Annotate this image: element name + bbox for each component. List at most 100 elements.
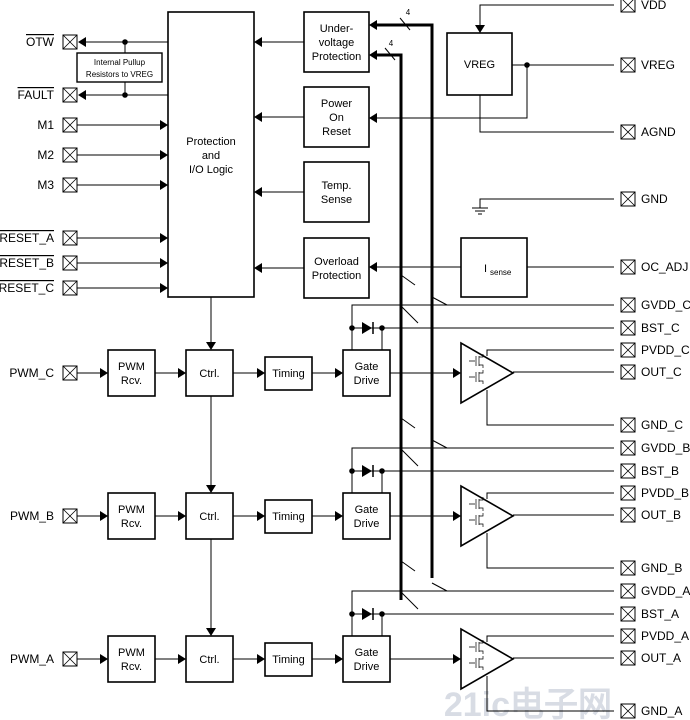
pin-reset_a[interactable] bbox=[62, 230, 78, 246]
pin-label: M2 bbox=[37, 148, 54, 162]
bus-width-label: 4 bbox=[389, 39, 394, 48]
block-label: Timing bbox=[272, 511, 305, 523]
wire bbox=[479, 198, 614, 208]
arrow-right-icon bbox=[178, 368, 186, 378]
overload-protection-block bbox=[303, 237, 370, 299]
bus-line bbox=[377, 23, 434, 578]
pin-pvdd_b[interactable] bbox=[620, 485, 636, 501]
mosfet-icon bbox=[469, 370, 484, 384]
pin-cross bbox=[62, 508, 78, 524]
diode-icon bbox=[362, 465, 372, 477]
arrow-down-icon bbox=[206, 628, 216, 636]
pin-pwm_c[interactable] bbox=[62, 365, 78, 381]
pin-cross bbox=[620, 124, 636, 140]
pin-fault[interactable] bbox=[62, 87, 78, 103]
bus-tap bbox=[431, 296, 448, 306]
block-label: Rcv. bbox=[121, 375, 142, 387]
isense-subscript: sense bbox=[490, 268, 512, 277]
block-label: Under- bbox=[320, 23, 354, 35]
bus-tap bbox=[431, 582, 448, 592]
pin-bst_c[interactable] bbox=[620, 320, 636, 336]
watermark: 21ic电子网 bbox=[444, 686, 612, 720]
pin-gnd_a[interactable] bbox=[620, 703, 636, 719]
pin-bst_b[interactable] bbox=[620, 463, 636, 479]
pin-label: M1 bbox=[37, 118, 54, 132]
pin-pwm_b[interactable] bbox=[62, 508, 78, 524]
arrow-right-icon bbox=[453, 368, 461, 378]
power-on-reset-block bbox=[303, 86, 370, 148]
pin-out_c[interactable] bbox=[620, 364, 636, 380]
arrow-left-icon bbox=[369, 20, 377, 30]
pin-label: RESET_C bbox=[0, 281, 54, 295]
block-label: and bbox=[202, 150, 220, 162]
pin-cross bbox=[620, 417, 636, 433]
arrow-left-icon bbox=[254, 37, 262, 47]
pin-out_b[interactable] bbox=[620, 507, 636, 523]
gate-drive-block bbox=[342, 349, 391, 397]
pin-label: OUT_A bbox=[641, 651, 681, 665]
block-label: Timing bbox=[272, 368, 305, 380]
ctrl-block bbox=[185, 349, 234, 397]
ctrl-block bbox=[185, 635, 234, 683]
pin-otw[interactable] bbox=[62, 34, 78, 50]
pin-reset_c[interactable] bbox=[62, 280, 78, 296]
pin-gnd_b[interactable] bbox=[620, 560, 636, 576]
block-label: Sense bbox=[321, 194, 352, 206]
arrow-right-icon bbox=[160, 283, 168, 293]
pin-pvdd_a[interactable] bbox=[620, 628, 636, 644]
bus-tap bbox=[400, 274, 416, 286]
pin-label: PWM_A bbox=[10, 652, 54, 666]
pin-gvdd_a[interactable] bbox=[620, 583, 636, 599]
output-stage-amplifier bbox=[460, 627, 515, 691]
label: Internal Pullup bbox=[94, 58, 146, 67]
pin-cross bbox=[62, 255, 78, 271]
wire bbox=[479, 95, 614, 133]
wire bbox=[486, 533, 614, 569]
arrow-down-icon bbox=[206, 342, 216, 350]
pin-pwm_a[interactable] bbox=[62, 651, 78, 667]
pin-gnd[interactable] bbox=[620, 191, 636, 207]
pin-gvdd_b[interactable] bbox=[620, 440, 636, 456]
bus-slash bbox=[399, 17, 411, 31]
pin-bst_a[interactable] bbox=[620, 606, 636, 622]
block-label: Timing bbox=[272, 654, 305, 666]
pin-cross bbox=[620, 342, 636, 358]
pin-m3[interactable] bbox=[62, 177, 78, 193]
pin-label: VREG bbox=[641, 58, 675, 72]
pin-m1[interactable] bbox=[62, 117, 78, 133]
pin-out_a[interactable] bbox=[620, 650, 636, 666]
pin-pvdd_c[interactable] bbox=[620, 342, 636, 358]
block-label: Gate bbox=[355, 361, 379, 373]
block-label: Protection bbox=[186, 136, 236, 148]
pin-cross bbox=[620, 297, 636, 313]
pin-vreg[interactable] bbox=[620, 57, 636, 73]
block-label: Reset bbox=[322, 126, 351, 138]
pin-m2[interactable] bbox=[62, 147, 78, 163]
timing-block bbox=[264, 642, 313, 677]
wire bbox=[486, 390, 614, 426]
pin-vdd[interactable] bbox=[620, 0, 636, 13]
pin-cross bbox=[620, 191, 636, 207]
block-label: PWM bbox=[118, 361, 145, 373]
pin-oc_adj[interactable] bbox=[620, 259, 636, 275]
block-label: Ctrl. bbox=[199, 511, 219, 523]
pin-cross bbox=[620, 259, 636, 275]
pin-label: OUT_C bbox=[641, 365, 682, 379]
protection-io-logic-block bbox=[167, 11, 255, 298]
gate-drive-block bbox=[342, 492, 391, 540]
wire bbox=[486, 349, 614, 356]
pin-gvdd_c[interactable] bbox=[620, 297, 636, 313]
pin-label: OUT_B bbox=[641, 508, 681, 522]
arrow-left-icon bbox=[369, 50, 377, 60]
pin-agnd[interactable] bbox=[620, 124, 636, 140]
pin-cross bbox=[62, 147, 78, 163]
pin-cross bbox=[620, 650, 636, 666]
arrow-right-icon bbox=[335, 511, 343, 521]
pin-gnd_c[interactable] bbox=[620, 417, 636, 433]
pin-cross bbox=[620, 320, 636, 336]
block-label: Gate bbox=[355, 504, 379, 516]
arrow-right-icon bbox=[453, 511, 461, 521]
pin-label: GVDD_B bbox=[641, 441, 690, 455]
wire bbox=[351, 447, 614, 493]
pin-reset_b[interactable] bbox=[62, 255, 78, 271]
